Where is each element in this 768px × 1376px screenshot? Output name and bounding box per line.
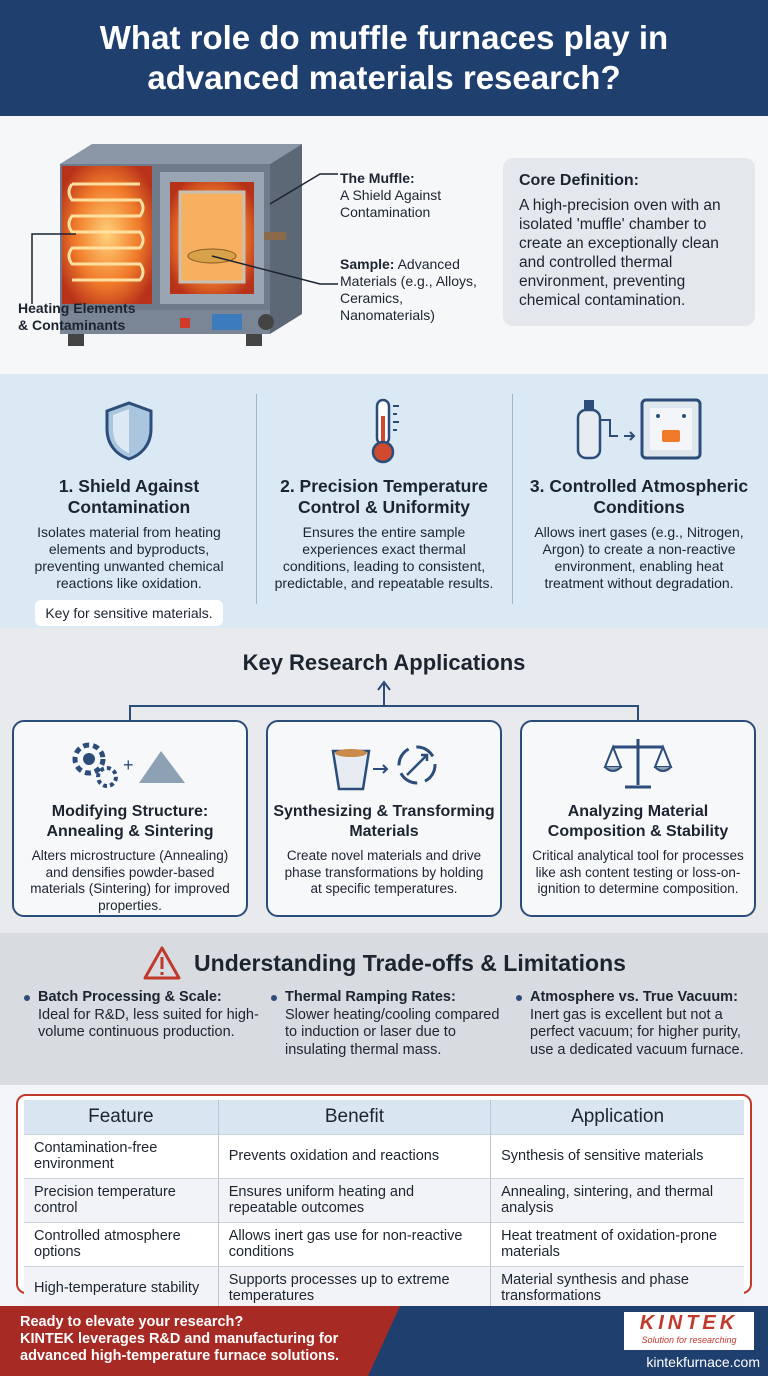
- muffle-callout: The Muffle: A Shield Against Contaminati…: [340, 170, 500, 221]
- application-card-analysis: Analyzing Material Composition & Stabili…: [520, 720, 756, 917]
- divider: [512, 394, 513, 604]
- core-definition-text: A high-precision oven with an isolated '…: [519, 197, 721, 309]
- bullet-icon: [271, 995, 277, 1001]
- sample-callout-title: Sample:: [340, 256, 395, 272]
- footer-cta-text: Ready to elevate your research? KINTEK l…: [20, 1314, 400, 1365]
- tradeoff-title: Atmosphere vs. True Vacuum:: [530, 989, 738, 1005]
- table-cell: Supports processes up to extreme tempera…: [218, 1265, 492, 1310]
- shield-icon: [4, 392, 254, 470]
- website-link[interactable]: kintekfurnace.com: [646, 1354, 760, 1370]
- table-header-benefit: Benefit: [218, 1100, 492, 1134]
- muffle-furnace-illustration: [31, 144, 338, 346]
- application-title: Analyzing Material Composition & Stabili…: [547, 803, 729, 840]
- principle-title: 3. Controlled Atmospheric Conditions: [529, 476, 749, 517]
- principle-text: Isolates material from heating elements …: [34, 524, 224, 591]
- table-cell: Prevents oxidation and reactions: [218, 1133, 492, 1178]
- gas-cylinder-icon: [514, 392, 764, 470]
- principle-atmosphere: 3. Controlled Atmospheric Conditions All…: [514, 392, 764, 617]
- tradeoff-title: Thermal Ramping Rates:: [285, 989, 456, 1005]
- summary-table-container: Feature Benefit Application Contaminatio…: [16, 1094, 752, 1310]
- table-row: Controlled atmosphere options Allows ine…: [24, 1221, 744, 1266]
- sample-callout-text: Advanced Materials (e.g., Alloys, Cerami…: [340, 256, 477, 323]
- table-cell: Annealing, sintering, and thermal analys…: [490, 1177, 744, 1222]
- application-card-synthesis: Synthesizing & Transforming Materials Cr…: [266, 720, 502, 917]
- tradeoff-item: Atmosphere vs. True Vacuum: Inert gas is…: [516, 989, 760, 1059]
- thermometer-icon: [259, 392, 509, 470]
- tradeoffs-header: Understanding Trade-offs & Limitations: [0, 945, 768, 981]
- tradeoff-text: Ideal for R&D, less suited for high-volu…: [38, 1006, 259, 1041]
- tradeoffs-title: Understanding Trade-offs & Limitations: [194, 949, 626, 976]
- applications-section: Key Research Applications + Modifying St…: [0, 628, 768, 933]
- tradeoff-text: Slower heating/cooling compared to induc…: [285, 1006, 500, 1058]
- table-header-feature: Feature: [24, 1100, 219, 1134]
- key-note-pill: Key for sensitive materials.: [35, 600, 223, 626]
- table-row: Precision temperature control Ensures un…: [24, 1177, 744, 1222]
- heating-callout: Heating Elements & Contaminants: [18, 300, 136, 333]
- application-title: Synthesizing & Transforming Materials: [273, 803, 495, 840]
- table-row: High-temperature stability Supports proc…: [24, 1265, 744, 1310]
- core-definition-title: Core Definition:: [519, 172, 639, 189]
- logo-wordmark: KINTEK: [639, 1312, 739, 1334]
- sample-callout: Sample: Advanced Materials (e.g., Alloys…: [340, 256, 490, 324]
- table-row: Contamination-free environment Prevents …: [24, 1133, 744, 1178]
- bullet-icon: [516, 995, 522, 1001]
- table-cell: Material synthesis and phase transformat…: [490, 1265, 744, 1310]
- tradeoff-title: Batch Processing & Scale:: [38, 989, 222, 1005]
- application-text: Create novel materials and drive phase t…: [284, 848, 484, 896]
- footer-line-1: Ready to elevate your research?: [20, 1314, 244, 1330]
- table-header-application: Application: [490, 1100, 744, 1134]
- table-cell: Ensures uniform heating and repeatable o…: [218, 1177, 492, 1222]
- table-cell: High-temperature stability: [24, 1265, 219, 1310]
- principle-title: 2. Precision Temperature Control & Unifo…: [280, 476, 488, 517]
- crucible-transform-icon: [268, 724, 500, 802]
- svg-text:+: +: [123, 755, 134, 775]
- bullet-icon: [24, 995, 30, 1001]
- applications-title: Key Research Applications: [242, 650, 526, 675]
- principle-text: Allows inert gases (e.g., Nitrogen, Argo…: [534, 524, 744, 591]
- core-definition-box: Core Definition: A high-precision oven w…: [503, 158, 755, 326]
- table-cell: Controlled atmosphere options: [24, 1221, 219, 1266]
- kintek-logo[interactable]: KINTEK Solution for researching: [624, 1312, 754, 1350]
- principle-title: 1. Shield Against Contamination: [58, 476, 200, 517]
- logo-tagline: Solution for researching: [641, 1335, 737, 1345]
- balance-scale-icon: [522, 724, 754, 802]
- application-title: Modifying Structure: Annealing & Sinteri…: [46, 803, 214, 840]
- principle-temperature: 2. Precision Temperature Control & Unifo…: [259, 392, 509, 617]
- muffle-callout-title: The Muffle:: [340, 170, 415, 186]
- application-text: Alters microstructure (Annealing) and de…: [30, 848, 230, 913]
- tradeoffs-section: Understanding Trade-offs & Limitations B…: [0, 933, 768, 1085]
- divider: [256, 394, 257, 604]
- table-cell: Precision temperature control: [24, 1177, 219, 1222]
- principle-text: Ensures the entire sample experiences ex…: [274, 524, 494, 591]
- footer-banner: Ready to elevate your research? KINTEK l…: [0, 1306, 768, 1376]
- application-card-structure: + Modifying Structure: Annealing & Sinte…: [12, 720, 248, 917]
- tradeoff-item: Thermal Ramping Rates: Slower heating/co…: [271, 989, 515, 1059]
- table-cell: Heat treatment of oxidation-prone materi…: [490, 1221, 744, 1266]
- warning-icon: [143, 946, 181, 980]
- table-cell: Synthesis of sensitive materials: [490, 1133, 744, 1178]
- tradeoff-item: Batch Processing & Scale: Ideal for R&D,…: [24, 989, 268, 1042]
- muffle-callout-text: A Shield Against Contamination: [340, 187, 442, 220]
- table-cell: Contamination-free environment: [24, 1133, 219, 1178]
- table-cell: Allows inert gas use for non-reactive co…: [218, 1221, 492, 1266]
- header-banner: What role do muffle furnaces play in adv…: [0, 0, 768, 116]
- hero-section: The Muffle: A Shield Against Contaminati…: [0, 116, 768, 374]
- footer-cta-panel: [0, 1306, 400, 1376]
- principle-shield: 1. Shield Against Contamination Isolates…: [4, 392, 254, 626]
- tradeoff-text: Inert gas is excellent but not a perfect…: [530, 1006, 744, 1058]
- page-title: What role do muffle furnaces play in adv…: [99, 19, 669, 96]
- gears-powder-icon: +: [14, 724, 246, 802]
- summary-table: Feature Benefit Application Contaminatio…: [24, 1100, 744, 1310]
- application-text: Critical analytical tool for processes l…: [532, 848, 744, 896]
- connector-lines: [129, 680, 639, 720]
- principles-section: 1. Shield Against Contamination Isolates…: [0, 374, 768, 628]
- footer-line-2: KINTEK leverages R&D and manufacturing f…: [20, 1331, 340, 1364]
